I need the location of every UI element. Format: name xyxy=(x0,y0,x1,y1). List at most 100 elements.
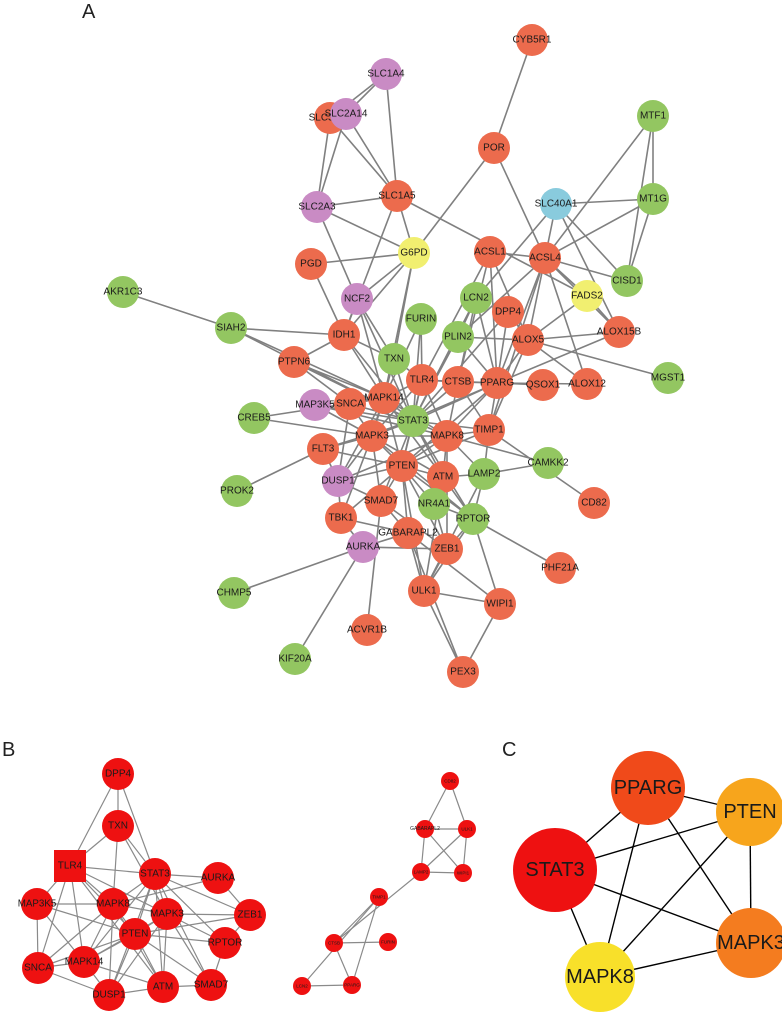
c-node-pparg[interactable]: PPARG xyxy=(611,751,685,825)
node-prok2[interactable]: PROK2 xyxy=(220,475,254,507)
node-stat3[interactable]: STAT3 xyxy=(397,405,429,437)
node-pparg[interactable]: PPARG xyxy=(480,367,514,399)
node-mapk3[interactable]: MAPK3 xyxy=(355,420,389,452)
b-node-stat3[interactable]: STAT3 xyxy=(139,858,171,890)
node-plin2[interactable]: PLIN2 xyxy=(442,321,474,353)
node-acsl1[interactable]: ACSL1 xyxy=(474,236,506,268)
node-wipi1[interactable]: WIPI1 xyxy=(484,588,516,620)
b-node-wipi1[interactable]: WIPI1 xyxy=(454,864,472,882)
node-ncf2[interactable]: NCF2 xyxy=(341,283,373,315)
b-node-lcn2[interactable]: LCN2 xyxy=(293,977,311,995)
b-node-aurka[interactable]: AURKA xyxy=(201,862,236,894)
node-camkk2[interactable]: CAMKK2 xyxy=(527,447,569,479)
node-creb5[interactable]: CREB5 xyxy=(237,402,271,434)
b-node-dpp4[interactable]: DPP4 xyxy=(102,758,134,790)
node-atm[interactable]: ATM xyxy=(427,461,459,493)
node-furin[interactable]: FURIN xyxy=(405,303,437,335)
node-nr4a1[interactable]: NR4A1 xyxy=(418,488,451,520)
node-flt3[interactable]: FLT3 xyxy=(307,433,339,465)
node-txn[interactable]: TXN xyxy=(378,343,410,375)
node-label: ATM xyxy=(153,982,173,993)
node-gabarapl2[interactable]: GABARAPL2 xyxy=(378,517,438,549)
node-idh1[interactable]: IDH1 xyxy=(328,319,360,351)
node-tlr4[interactable]: TLR4 xyxy=(406,364,438,396)
node-ctsb[interactable]: CTSB xyxy=(442,366,474,398)
b-node-timp1[interactable]: TIMP1 xyxy=(370,888,388,906)
node-tbk1[interactable]: TBK1 xyxy=(325,502,357,534)
node-slc2a14[interactable]: SLC2A14 xyxy=(325,98,368,130)
node-pex3[interactable]: PEX3 xyxy=(447,656,479,688)
c-node-mapk8[interactable]: MAPK8 xyxy=(565,942,635,1012)
b-node-pparg[interactable]: PPARG xyxy=(343,976,361,994)
c-node-mapk3[interactable]: MAPK3 xyxy=(716,908,782,978)
node-lamp2[interactable]: LAMP2 xyxy=(468,458,501,490)
node-circle xyxy=(408,575,440,607)
b-node-mapk3[interactable]: MAPK3 xyxy=(150,898,184,930)
b-node-furin[interactable]: FURIN xyxy=(379,933,397,951)
node-snca[interactable]: SNCA xyxy=(334,388,366,420)
node-slc1a5[interactable]: SLC1A5 xyxy=(378,180,416,212)
b-node-tlr4[interactable]: TLR4 xyxy=(54,850,86,882)
b-node-snca[interactable]: SNCA xyxy=(22,952,54,984)
node-cd82[interactable]: CD82 xyxy=(578,487,610,519)
node-siah2[interactable]: SIAH2 xyxy=(215,312,247,344)
b-node-atm[interactable]: ATM xyxy=(147,971,179,1003)
node-dusp1[interactable]: DUSP1 xyxy=(321,465,355,497)
c-node-pten[interactable]: PTEN xyxy=(716,778,782,846)
node-ptpn6[interactable]: PTPN6 xyxy=(278,346,311,378)
node-dpp4[interactable]: DPP4 xyxy=(492,296,524,328)
node-por[interactable]: POR xyxy=(478,132,510,164)
node-alox12[interactable]: ALOX12 xyxy=(568,368,606,400)
b-node-smad7[interactable]: SMAD7 xyxy=(194,969,229,1001)
b-node-gabarapl2[interactable]: GABARAPL2 xyxy=(410,820,440,838)
node-alox5[interactable]: ALOX5 xyxy=(512,324,545,356)
b-node-txn[interactable]: TXN xyxy=(102,810,134,842)
node-mt1g[interactable]: MT1G xyxy=(637,183,669,215)
node-lcn2[interactable]: LCN2 xyxy=(460,282,492,314)
b-node-zeb1[interactable]: ZEB1 xyxy=(234,899,266,931)
node-phf21a[interactable]: PHF21A xyxy=(541,552,579,584)
node-fads2[interactable]: FADS2 xyxy=(571,280,603,312)
b-node-map3k5[interactable]: MAP3K5 xyxy=(18,888,57,920)
node-ulk1[interactable]: ULK1 xyxy=(408,575,440,607)
b-node-ulk1[interactable]: ULK1 xyxy=(458,820,476,838)
node-mapk14[interactable]: MAPK14 xyxy=(364,382,404,414)
node-cyb5r1[interactable]: CYB5R1 xyxy=(513,24,552,56)
node-slc2a3[interactable]: SLC2A3 xyxy=(298,191,336,223)
a-edge-gabarapl2-pex3 xyxy=(407,532,464,673)
b-node-mapk14[interactable]: MAPK14 xyxy=(65,946,104,978)
node-cisd1[interactable]: CISD1 xyxy=(611,265,643,297)
node-label: LCN2 xyxy=(296,984,308,989)
node-circle xyxy=(218,577,250,609)
node-g6pd[interactable]: G6PD xyxy=(398,237,430,269)
node-rptor[interactable]: RPTOR xyxy=(456,503,491,535)
node-slc1a4[interactable]: SLC1A4 xyxy=(367,58,405,90)
b-node-rptor[interactable]: RPTOR xyxy=(208,927,243,959)
node-slc40a1[interactable]: SLC40A1 xyxy=(535,188,578,220)
node-acvr1b[interactable]: ACVR1B xyxy=(347,614,387,646)
b-node-dusp1[interactable]: DUSP1 xyxy=(92,979,126,1011)
node-alox15b[interactable]: ALOX15B xyxy=(597,316,642,348)
node-aurka[interactable]: AURKA xyxy=(346,531,381,563)
node-chmp5[interactable]: CHMP5 xyxy=(216,577,252,609)
b-node-ctsb[interactable]: CTSB xyxy=(325,934,343,952)
node-akr1c3[interactable]: AKR1C3 xyxy=(104,276,143,308)
b-node-cd82[interactable]: CD82 xyxy=(441,772,459,790)
node-zeb1[interactable]: ZEB1 xyxy=(431,533,463,565)
b-node-lamp2[interactable]: LAMP2 xyxy=(412,863,430,881)
node-timp1[interactable]: TIMP1 xyxy=(473,414,505,446)
node-kif20a[interactable]: KIF20A xyxy=(278,643,312,675)
b-node-mapk8[interactable]: MAPK8 xyxy=(96,888,130,920)
b2-edge-ulk1-lamp2 xyxy=(420,828,468,873)
node-smad7[interactable]: SMAD7 xyxy=(364,485,399,517)
node-mgst1[interactable]: MGST1 xyxy=(651,362,686,394)
node-pten[interactable]: PTEN xyxy=(386,450,418,482)
node-acsl4[interactable]: ACSL4 xyxy=(529,242,561,274)
node-mapk8[interactable]: MAPK8 xyxy=(430,420,464,452)
node-map3k5[interactable]: MAP3K5 xyxy=(295,389,335,421)
b-node-pten[interactable]: PTEN xyxy=(119,918,151,950)
node-mtf1[interactable]: MTF1 xyxy=(637,100,669,132)
node-qsox1[interactable]: QSOX1 xyxy=(526,369,561,401)
c-node-stat3[interactable]: STAT3 xyxy=(513,828,597,912)
node-pgd[interactable]: PGD xyxy=(295,248,327,280)
